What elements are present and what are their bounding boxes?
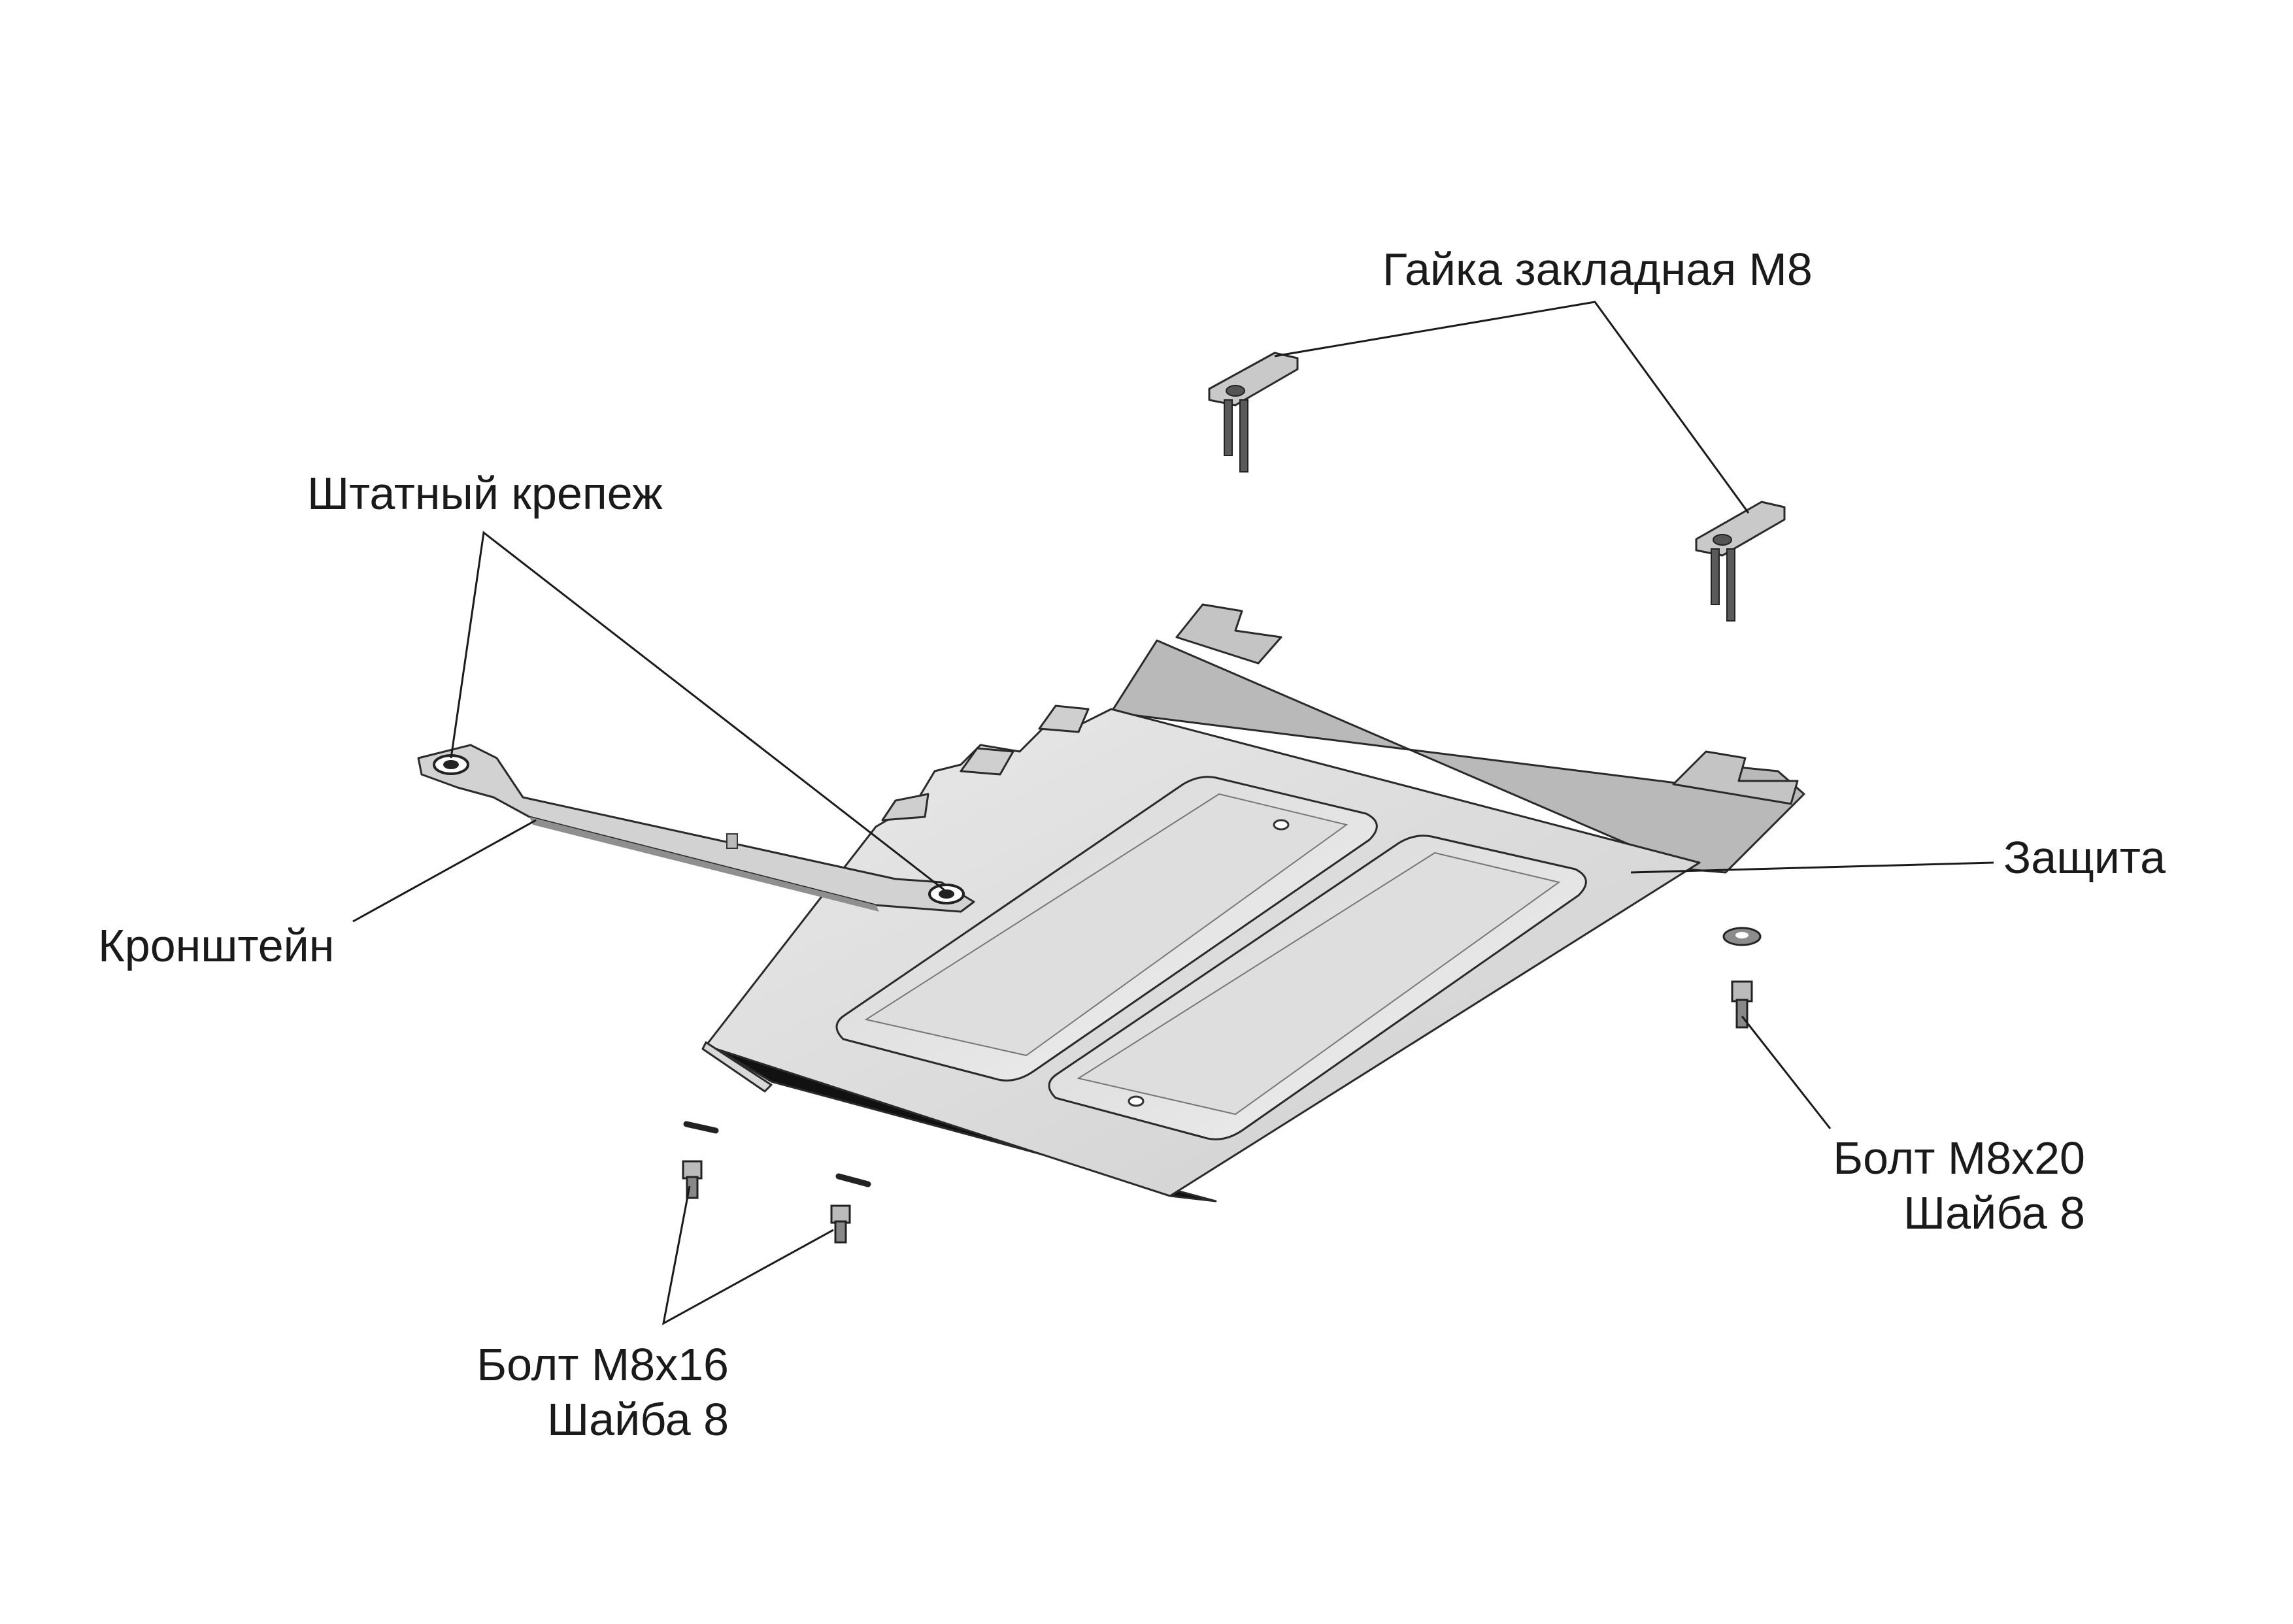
plate-hole-1 bbox=[1273, 819, 1290, 831]
bracket-hole-left-center bbox=[443, 760, 459, 769]
bolt-m8x16-washer-2 bbox=[830, 1173, 871, 1244]
label-standard-fastener: Штатный крепеж bbox=[307, 468, 663, 519]
left-flange-tab-3 bbox=[1038, 704, 1090, 733]
label-bolt-m8x20-group: Болт М8х20 Шайба 8 bbox=[1824, 1135, 2085, 1236]
label-nut: Гайка закладная М8 bbox=[1382, 244, 1813, 295]
bracket-body bbox=[417, 744, 975, 913]
rib-2-inner bbox=[1077, 852, 1561, 1116]
protection-plate bbox=[701, 603, 1805, 1202]
rear-tab-right bbox=[1672, 750, 1799, 805]
leader-lines bbox=[352, 301, 1994, 1325]
leader-nut bbox=[1274, 301, 1750, 514]
label-bolt-m8x16: Болт М8х16 bbox=[477, 1339, 729, 1390]
left-flange-tab-2 bbox=[960, 747, 1014, 776]
rear-tab-left bbox=[1175, 603, 1282, 665]
rib-1-inner bbox=[864, 793, 1348, 1057]
leader-bracket bbox=[352, 819, 537, 923]
label-bracket: Кронштейн bbox=[98, 920, 335, 971]
bolt-m8x16-washer-1 bbox=[682, 1121, 719, 1199]
plate-hole-2 bbox=[1128, 1095, 1145, 1107]
plate-front-lip bbox=[701, 1041, 773, 1093]
leader-shield bbox=[1630, 861, 1994, 874]
label-washer-left: Шайба 8 bbox=[547, 1394, 729, 1445]
bracket-stud bbox=[726, 833, 738, 849]
bracket-edge bbox=[529, 817, 879, 912]
label-shield: Защита bbox=[2003, 832, 2166, 883]
bracket-hole-right-center bbox=[939, 889, 954, 899]
embedded-nut-1 bbox=[1208, 352, 1299, 472]
label-bolt-m8x16-group: Болт М8х16 Шайба 8 bbox=[467, 1342, 729, 1442]
leader-bolt-m8x16 bbox=[661, 1185, 834, 1325]
bracket bbox=[417, 744, 975, 913]
label-washer-right: Шайба 8 bbox=[1903, 1187, 2085, 1238]
leader-bolt-m8x20 bbox=[1741, 1016, 1832, 1129]
leader-standard-fastener bbox=[450, 531, 945, 891]
left-flange-tab-1 bbox=[881, 793, 929, 821]
embedded-nut-2 bbox=[1695, 501, 1786, 621]
bolt-m8x20-washer bbox=[1722, 927, 1762, 1029]
label-bolt-m8x20: Болт М8х20 bbox=[1833, 1133, 2085, 1184]
